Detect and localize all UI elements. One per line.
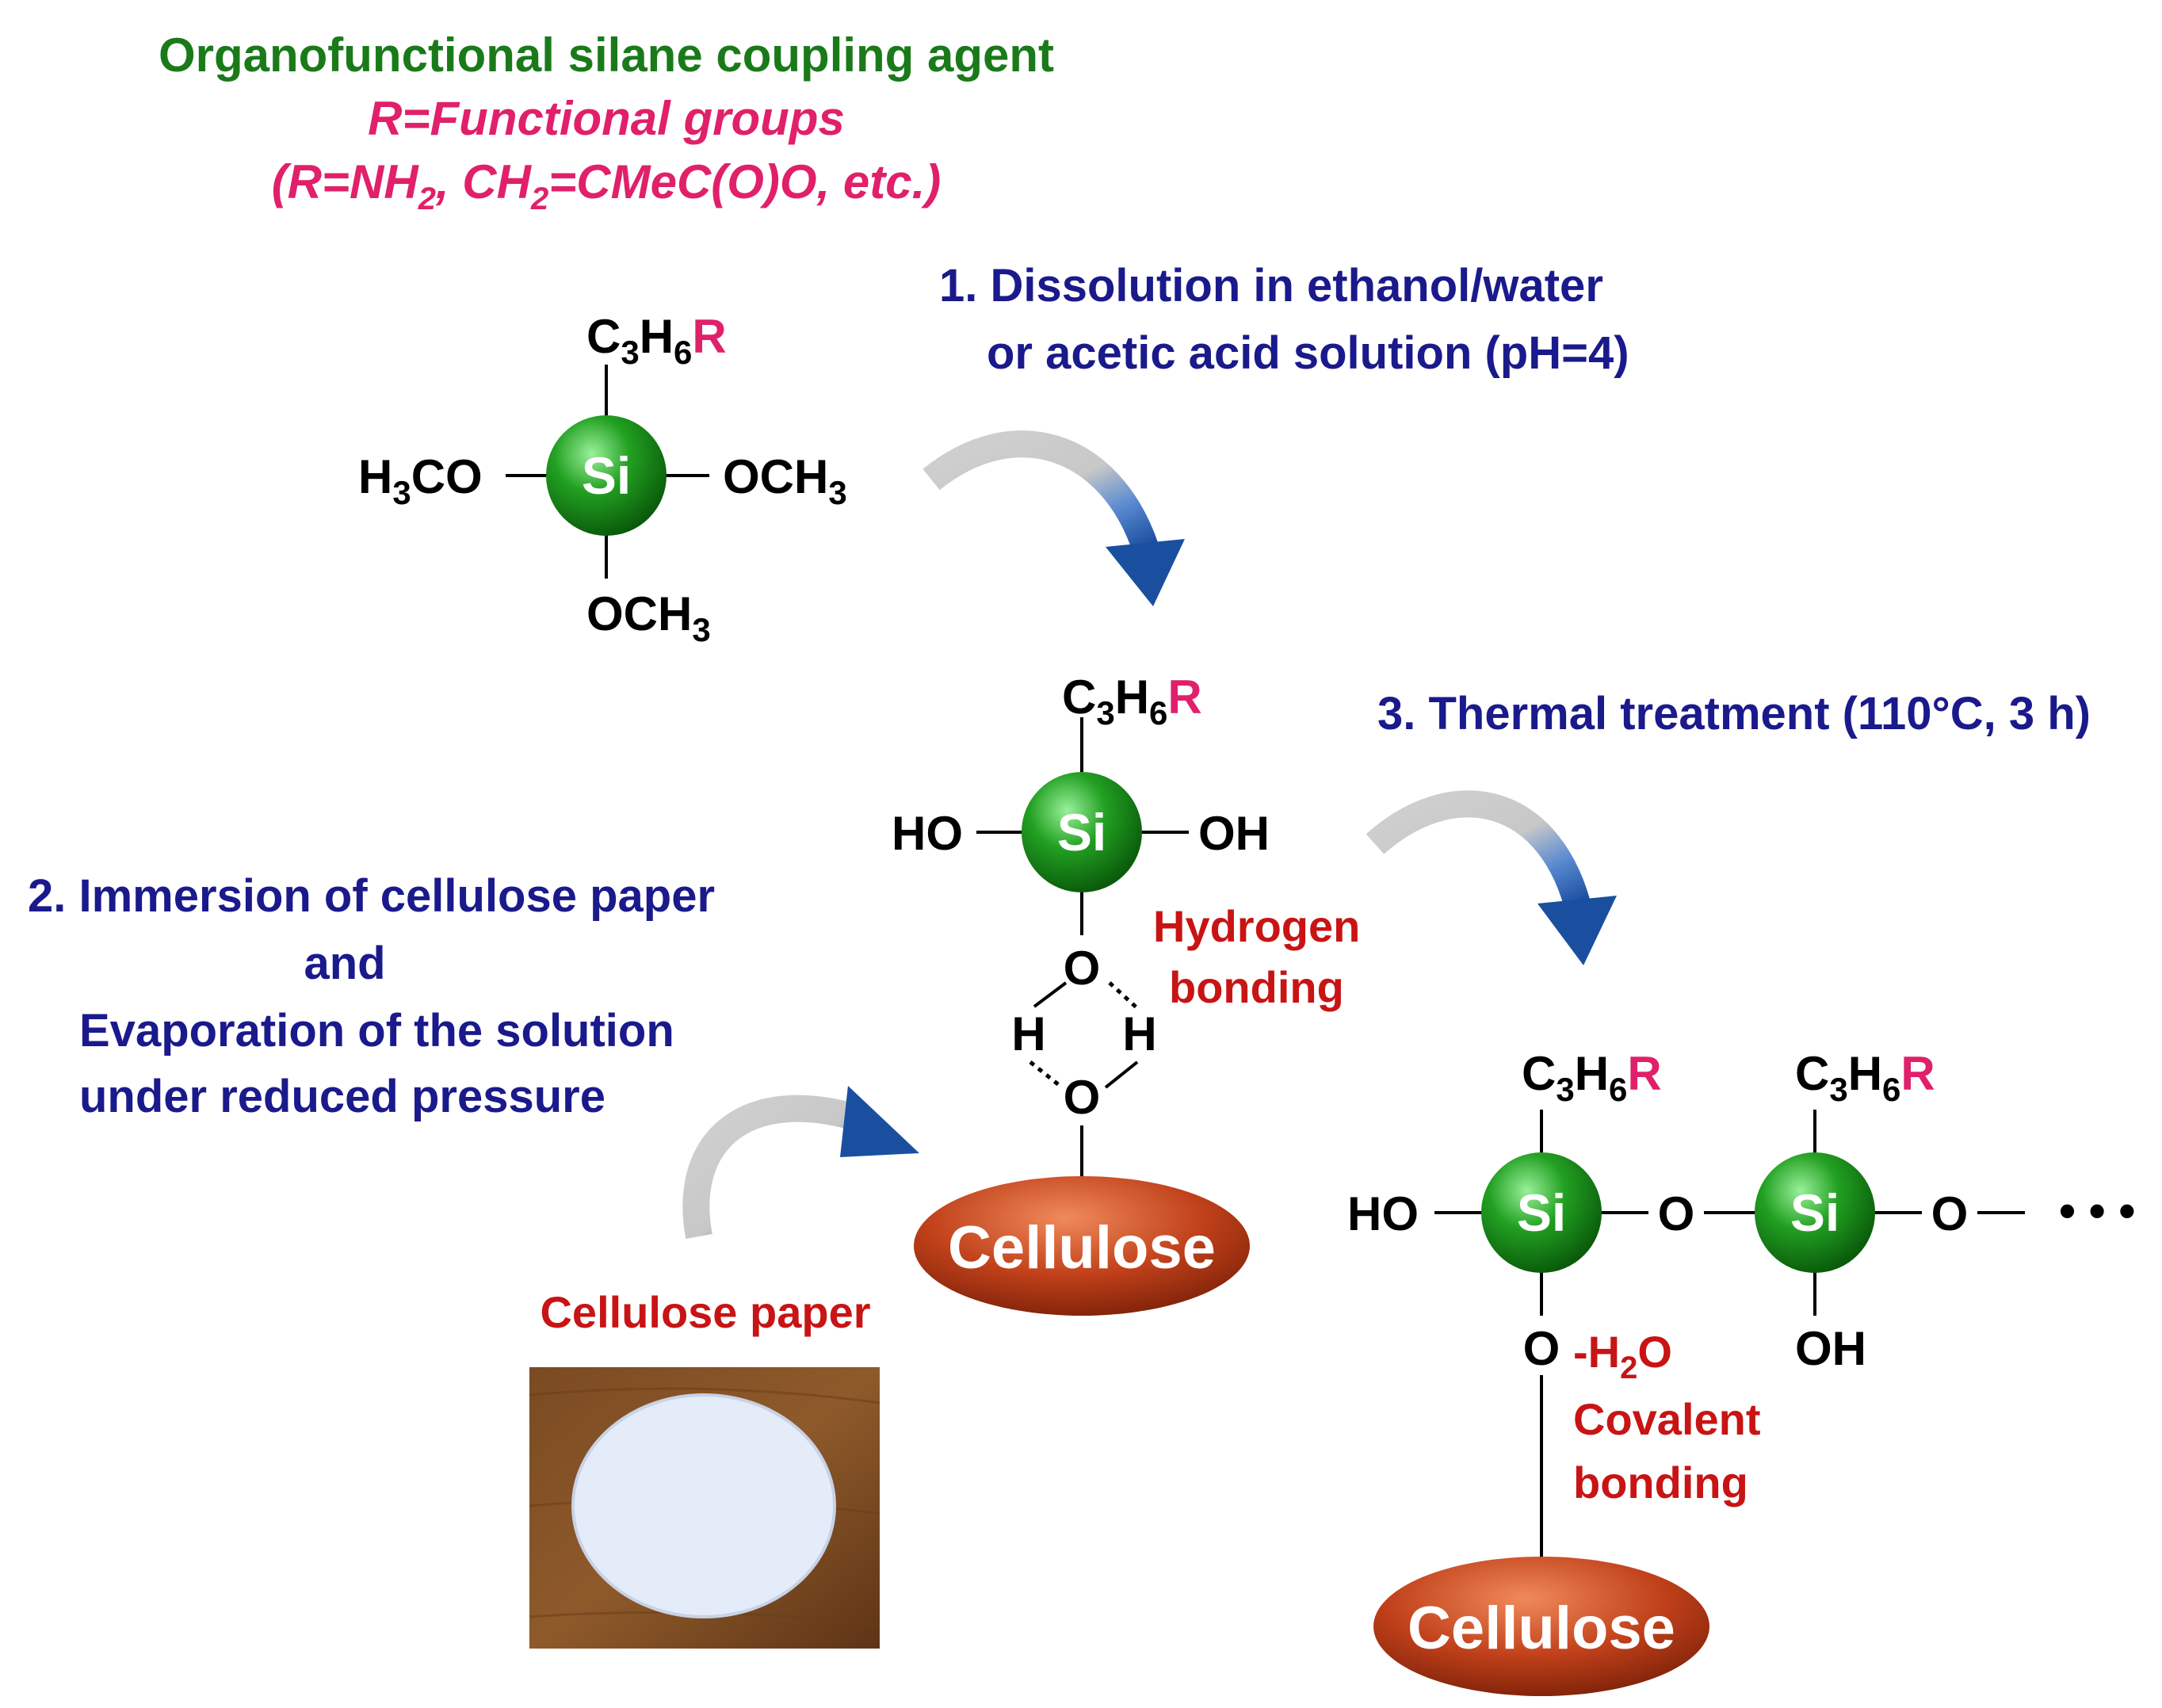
step2-line1: 2. Immersion of cellulose paper: [28, 870, 715, 922]
cellulose-label-1: Cellulose: [948, 1214, 1216, 1282]
propyl-r-group-3a: C3H6R: [1522, 1047, 1662, 1108]
cellulose-paper-label: Cellulose paper: [540, 1287, 870, 1337]
cellulose-ellipse-2: [1373, 1557, 1709, 1696]
network-oh: OH: [1795, 1322, 1866, 1375]
step2-line4: under reduced pressure: [79, 1071, 605, 1122]
ellipsis-dots: • • •: [2059, 1184, 2135, 1237]
arrow-step1: [922, 430, 1185, 606]
silanol-oh: OH: [1198, 807, 1270, 860]
silicon-atom-3b: [1755, 1152, 1875, 1273]
covalent-bonding-line1: Covalent: [1573, 1394, 1761, 1444]
silanol-o: O: [1064, 942, 1101, 995]
silicon-atom-2: [1022, 772, 1142, 892]
chain-o: O: [1931, 1187, 1969, 1240]
functional-groups-label: R=Functional groups: [368, 92, 845, 145]
cellulose-o: O: [1064, 1071, 1101, 1124]
water-h-left: H: [1011, 1007, 1045, 1060]
water-h-right: H: [1122, 1007, 1156, 1060]
functional-groups-examples: (R=NH2, CH2=CMeC(O)O, etc.): [272, 155, 942, 216]
silicon-label: Si: [582, 446, 631, 505]
water-elimination-label: -H2O: [1573, 1327, 1672, 1385]
trimethoxysilane-molecule: C3H6R H3CO OCH3 OCH3 Si: [358, 310, 847, 648]
hydrogen-bonding-line1: Hydrogen: [1153, 901, 1360, 951]
methoxy-right: OCH3: [723, 450, 847, 511]
step2-line2: and: [304, 938, 385, 989]
silicon-atom-3a: [1481, 1152, 1602, 1273]
silicon-atom: [546, 415, 667, 536]
propyl-r-group: C3H6R: [586, 310, 727, 371]
step1-line2: or acetic acid solution (pH=4): [987, 327, 1629, 379]
step2-line3: Evaporation of the solution: [79, 1005, 674, 1057]
silanol-ho: HO: [892, 807, 963, 860]
siloxane-network: C3H6R C3H6R HO O O • • • O OH Si Si Cell…: [1347, 1047, 2135, 1696]
propyl-r-group-2: C3H6R: [1062, 671, 1202, 732]
methoxy-left: H3CO: [358, 450, 483, 511]
silicon-label-2: Si: [1057, 803, 1106, 862]
arrow-step3: [1366, 790, 1617, 965]
hydrogen-bonding-line2: bonding: [1169, 962, 1344, 1012]
cellulose-label-2: Cellulose: [1408, 1595, 1675, 1662]
network-ho: HO: [1347, 1187, 1419, 1240]
step3-text: 3. Thermal treatment (110°C, 3 h): [1377, 688, 2091, 739]
step1-line1: 1. Dissolution in ethanol/water: [939, 260, 1603, 311]
cellulose-ellipse-1: [914, 1176, 1250, 1316]
silanol-molecule: C3H6R HO OH O H H O Si Cellulose: [892, 671, 1270, 1316]
bridge-o: O: [1658, 1187, 1695, 1240]
scheme-title: Organofunctional silane coupling agent: [159, 29, 1054, 82]
surface-o: O: [1523, 1322, 1560, 1375]
arrow-step2: [682, 1086, 919, 1240]
covalent-bonding-line2: bonding: [1573, 1458, 1748, 1507]
methoxy-bottom: OCH3: [586, 587, 711, 648]
silicon-label-3a: Si: [1517, 1183, 1566, 1242]
silicon-label-3b: Si: [1790, 1183, 1839, 1242]
cellulose-paper-photo: [529, 1367, 880, 1649]
paper-disc: [571, 1393, 836, 1618]
propyl-r-group-3b: C3H6R: [1795, 1047, 1935, 1108]
